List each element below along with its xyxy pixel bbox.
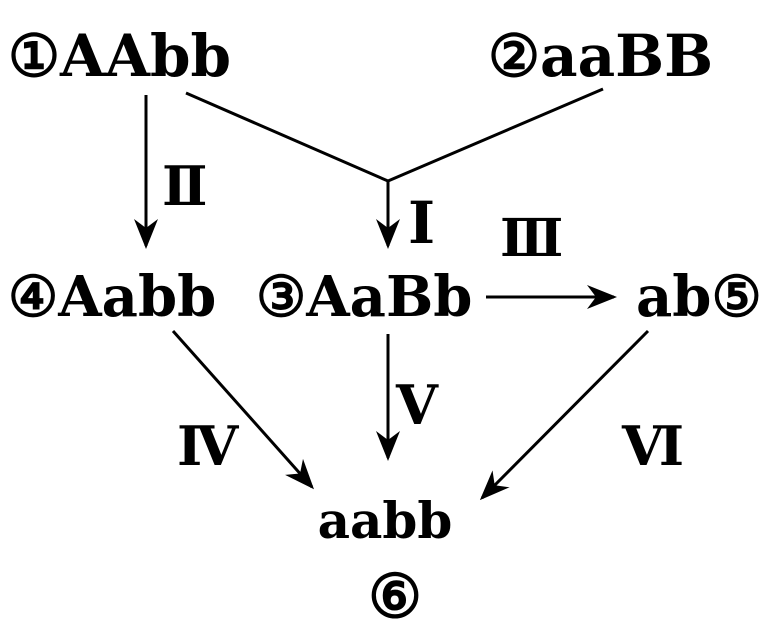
arrow-step-4 bbox=[171, 330, 314, 490]
node-6-genotype: aabb bbox=[318, 491, 453, 550]
step-label-2: Ⅱ bbox=[162, 157, 208, 217]
cross-line-1-2 bbox=[185, 87, 604, 183]
step-label-1: Ⅰ bbox=[408, 191, 435, 256]
node-4-aabb: ④Aabb bbox=[8, 264, 216, 330]
node-5-ab-gamete: ab⑤ bbox=[636, 264, 762, 330]
node-1-aabb-parent: ①AAbb bbox=[8, 22, 231, 90]
node-3-aabb-hybrid: ③AaBb bbox=[256, 264, 472, 330]
step-label-5: Ⅴ bbox=[395, 376, 439, 436]
node-2-aabb-parent: ②aaBB bbox=[488, 22, 713, 90]
step-label-3: Ⅲ bbox=[500, 211, 563, 268]
arrow-step-6 bbox=[479, 329, 650, 501]
step-label-4: Ⅳ bbox=[177, 417, 240, 477]
node-6-number: ⑥ bbox=[368, 562, 422, 626]
step-label-6: Ⅵ bbox=[621, 417, 684, 477]
